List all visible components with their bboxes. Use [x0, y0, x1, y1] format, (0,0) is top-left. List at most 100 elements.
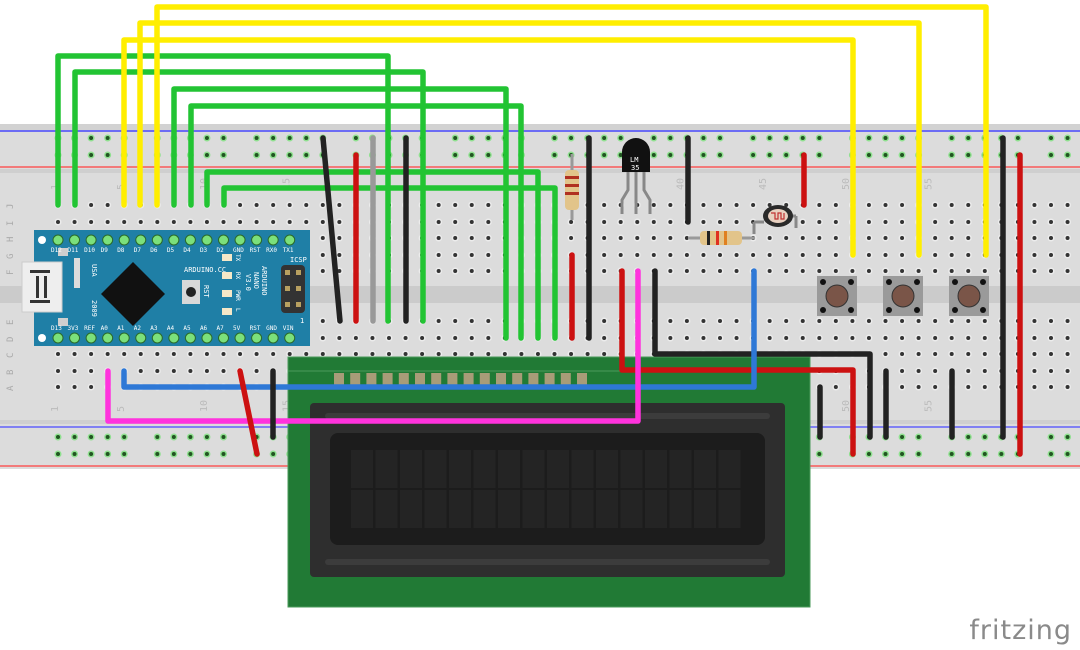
wire-red[interactable] — [619, 268, 856, 457]
lcd-cell — [400, 490, 422, 528]
arduino-pin[interactable] — [234, 234, 246, 246]
wire-yellow[interactable] — [137, 20, 922, 258]
led-l — [222, 308, 232, 315]
arduino-pin[interactable] — [151, 332, 163, 344]
arduino-pin[interactable] — [251, 234, 263, 246]
arduino-pin[interactable] — [234, 332, 246, 344]
column-label: 55 — [924, 400, 935, 412]
wire-green[interactable] — [188, 103, 524, 341]
row-letter: G — [6, 254, 16, 259]
column-label: 40 — [675, 178, 686, 190]
arduino-pin[interactable] — [218, 234, 229, 246]
pin-label: RST — [250, 247, 261, 254]
lcd-cell — [547, 490, 569, 528]
column-label: 50 — [841, 400, 852, 412]
column-label: 15 — [282, 178, 293, 190]
pin-label: D3 — [200, 247, 208, 254]
lcd-cell — [620, 490, 643, 528]
column-label: 55 — [924, 178, 935, 190]
arduino-pin[interactable] — [118, 234, 130, 246]
lcd-cell — [473, 450, 496, 488]
usa-label: USA — [90, 264, 98, 277]
arduino-pin[interactable] — [102, 234, 114, 246]
resistor-horizontal[interactable] — [688, 231, 755, 245]
wire-blue[interactable] — [121, 268, 757, 390]
lcd-pin — [398, 373, 409, 385]
arduino-pin[interactable] — [118, 332, 130, 344]
pin-label: D4 — [183, 247, 191, 254]
lcd-cell — [522, 450, 545, 488]
push-button[interactable] — [883, 276, 923, 316]
arduino-pin[interactable] — [85, 332, 97, 344]
svg-text:RX: RX — [234, 272, 241, 280]
arduino-pin[interactable] — [135, 234, 147, 246]
wire-green[interactable] — [221, 185, 558, 341]
pin-label: D6 — [150, 247, 158, 254]
pin-label: D11 — [68, 247, 79, 254]
arduino-pin[interactable] — [218, 332, 229, 344]
arduino-pin[interactable] — [267, 234, 279, 246]
icsp-label: ICSP — [290, 256, 307, 264]
lcd-cell — [424, 450, 447, 488]
wire-yellow[interactable] — [154, 4, 989, 258]
pin-label: A3 — [150, 325, 158, 332]
lcd-cell — [424, 490, 447, 528]
wire-red[interactable] — [237, 368, 260, 457]
lcd-cell — [694, 450, 716, 488]
lcd-cell — [694, 490, 716, 528]
push-buttons — [817, 276, 989, 316]
photoresistor[interactable] — [752, 205, 798, 234]
lcd-cell — [375, 450, 398, 488]
pin-label: RST — [250, 325, 261, 332]
wire-pink[interactable] — [105, 268, 641, 424]
lcd-cell — [669, 490, 692, 528]
wires — [55, 4, 1023, 457]
arduino-pin[interactable] — [267, 332, 279, 344]
arduino-pin[interactable] — [251, 332, 263, 344]
arduino-pin[interactable] — [52, 234, 64, 246]
usb-connector[interactable] — [21, 261, 63, 313]
arduino-pin[interactable] — [102, 332, 114, 344]
arduino-pin[interactable] — [69, 234, 81, 246]
lm35-sensor[interactable]: LM 35 — [620, 138, 652, 214]
lm35-label-2: 35 — [631, 164, 639, 172]
arduino-pin[interactable] — [184, 332, 196, 344]
arduino-pin[interactable] — [69, 332, 81, 344]
arduino-pin[interactable] — [168, 234, 180, 246]
push-button[interactable] — [949, 276, 989, 316]
arduino-pin[interactable] — [201, 332, 213, 344]
arduino-pin[interactable] — [184, 234, 196, 246]
lcd-pin — [447, 373, 458, 385]
resistor-vertical[interactable] — [565, 154, 579, 220]
push-button[interactable] — [817, 276, 857, 316]
lcd-pin — [431, 373, 442, 385]
arduino-pin[interactable] — [284, 234, 296, 246]
arduino-pin[interactable] — [85, 234, 97, 246]
arduino-pin[interactable] — [168, 332, 180, 344]
lcd-cell — [645, 450, 667, 488]
arduino-pin[interactable] — [201, 234, 213, 246]
arduino-pin[interactable] — [284, 332, 296, 344]
pin-label: 5V — [233, 325, 241, 332]
lcd-16x2[interactable] — [287, 356, 811, 608]
arduino-pin[interactable] — [52, 332, 64, 344]
lcd-cell — [351, 450, 373, 488]
led-tx — [222, 254, 232, 261]
rst-label: RST — [202, 285, 210, 298]
wire-black[interactable] — [320, 135, 343, 324]
arduino-pin[interactable] — [151, 234, 163, 246]
wire-yellow[interactable] — [121, 37, 856, 258]
lcd-pin — [415, 373, 425, 385]
svg-text:TX: TX — [234, 254, 241, 262]
lm35-label-1: LM — [630, 156, 638, 164]
lcd-cell — [522, 490, 545, 528]
row-letter: C — [6, 353, 16, 358]
arduino-pin[interactable] — [135, 332, 147, 344]
wire-black[interactable] — [652, 268, 873, 440]
wire-green[interactable] — [72, 69, 426, 324]
wire-green[interactable] — [171, 86, 509, 341]
